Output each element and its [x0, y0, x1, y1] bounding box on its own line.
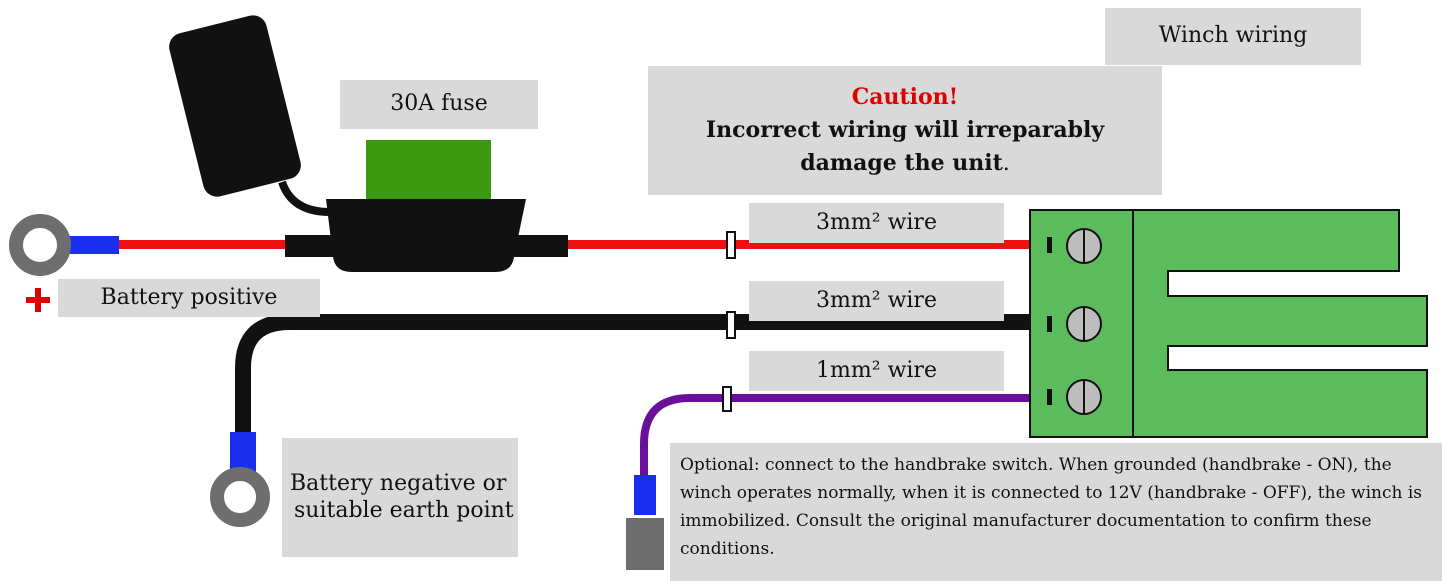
caution-line1: Incorrect wiring will irreparably	[705, 117, 1105, 143]
battery-negative-label: Battery negative or suitable earth point	[282, 438, 518, 557]
signal-wire-label: 1mm² wire	[749, 351, 1004, 391]
caution-line2-end: .	[1002, 151, 1010, 176]
negative-ring-terminal	[210, 467, 270, 527]
plus-icon	[26, 288, 50, 312]
negative-wire	[235, 314, 1030, 435]
signal-wire	[640, 394, 1030, 480]
fuse-blade	[366, 140, 491, 208]
signal-terminal-sleeve	[634, 475, 656, 515]
screw-terminal-icon	[1047, 228, 1102, 264]
caution-line2-bold: damage the unit	[800, 150, 1003, 176]
screw-terminal-icon	[1047, 306, 1102, 342]
battery-negative-line1: Battery negative or	[290, 471, 507, 497]
optional-note: Optional: connect to the handbrake switc…	[670, 443, 1442, 581]
battery-negative-line2: suitable earth point	[294, 497, 514, 523]
screw-terminal-icon	[1047, 379, 1102, 415]
signal-spade-terminal	[626, 518, 664, 570]
positive-wire-label: 3mm² wire	[749, 203, 1004, 243]
negative-wire-label: 3mm² wire	[749, 281, 1004, 321]
wire-break-marks	[722, 231, 736, 412]
fuse-cap	[169, 15, 301, 197]
diagram-title: Winch wiring	[1105, 8, 1361, 65]
fuse-holder-stub-left	[285, 235, 340, 257]
positive-wire	[118, 240, 1030, 249]
positive-ring-terminal	[9, 214, 71, 276]
negative-terminal-sleeve	[230, 432, 256, 474]
fuse-cap-strap	[278, 180, 331, 216]
positive-terminal-sleeve	[62, 236, 119, 254]
caution-box: Caution! Incorrect wiring will irreparab…	[648, 66, 1162, 195]
fuse-holder-stub-right	[510, 235, 568, 257]
battery-positive-label: Battery positive	[58, 279, 320, 317]
fuse-label: 30A fuse	[340, 80, 538, 129]
fuse-holder	[326, 199, 526, 272]
caution-title: Caution!	[851, 84, 959, 110]
caution-line2: damage the unit.	[800, 147, 1010, 180]
